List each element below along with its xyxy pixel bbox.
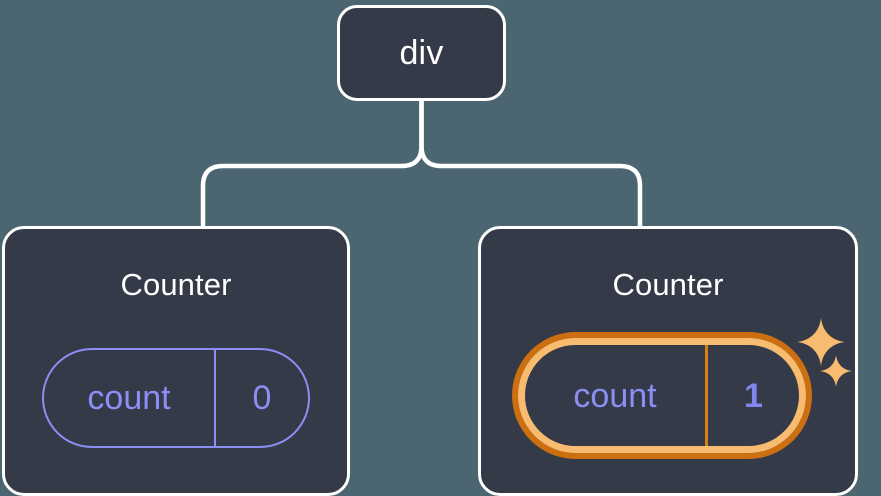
counter-left-title: Counter	[120, 267, 232, 302]
state-key-right: count	[525, 345, 708, 446]
state-pill-right-highlighted[interactable]: count 1	[518, 338, 806, 453]
state-value-right: 1	[744, 376, 763, 415]
state-pill-right-wrapper: count 1	[518, 338, 806, 453]
sparkle-icon	[820, 355, 852, 387]
state-pill-left[interactable]: count 0	[42, 348, 310, 448]
connector-left	[200, 98, 424, 229]
sparkle-icon	[797, 318, 845, 366]
state-pill-left-wrapper: count 0	[42, 348, 310, 448]
state-key-left: count	[44, 350, 216, 446]
connector-right	[419, 98, 643, 229]
state-value-left: 0	[252, 379, 272, 417]
counter-right-title: Counter	[612, 267, 724, 302]
node-root-div[interactable]: div	[337, 5, 506, 101]
root-node-label: div	[399, 34, 444, 72]
